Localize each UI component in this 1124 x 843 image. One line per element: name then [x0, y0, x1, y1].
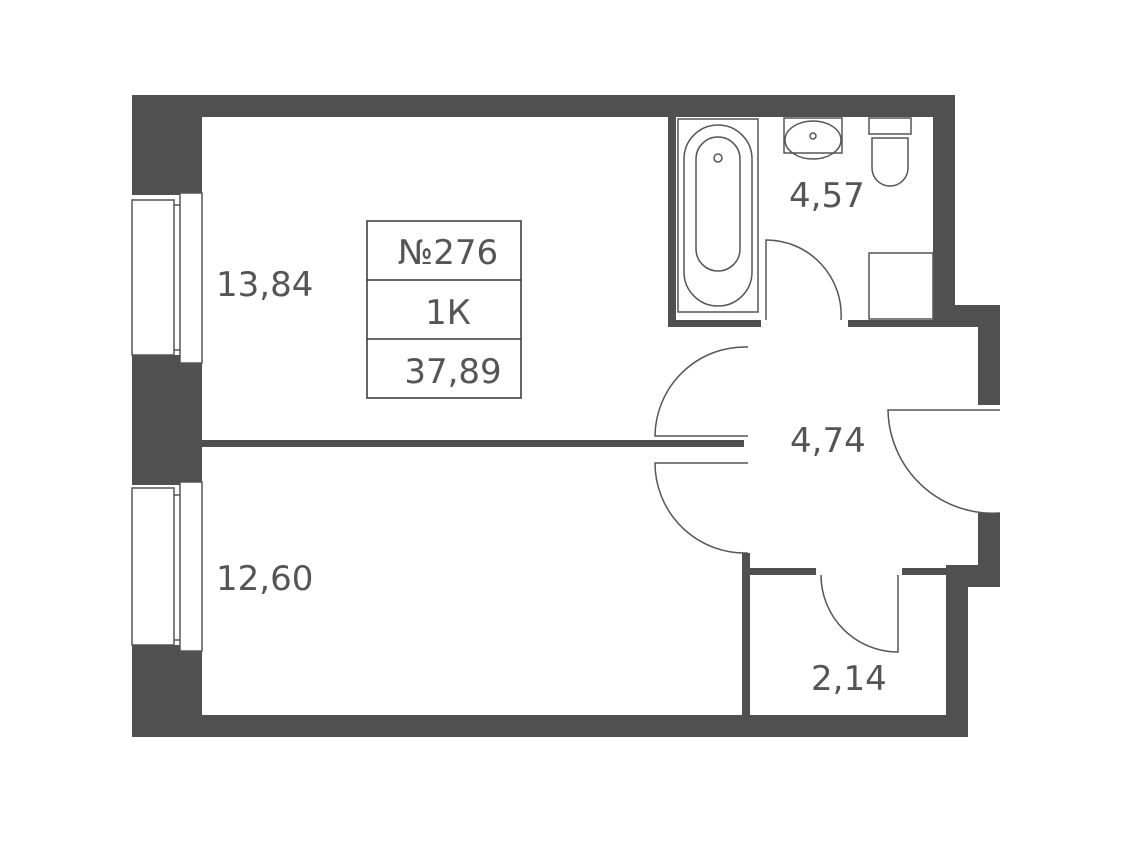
hallway-area: 4,74 — [790, 421, 866, 461]
room-1-area: 13,84 — [216, 265, 313, 305]
toilet-tank — [868, 117, 912, 135]
bathroom-bottom-wall-right — [848, 320, 933, 327]
info-box — [366, 220, 522, 399]
room-divider-wall — [202, 440, 744, 447]
walls — [132, 95, 1000, 737]
bathroom-bottom-wall-left — [668, 320, 761, 327]
top-wall — [132, 95, 955, 117]
storage-top-wall-left — [750, 568, 816, 575]
left-wall-top — [132, 95, 202, 195]
door-room-2 — [654, 462, 749, 554]
entrance-door — [887, 409, 1001, 514]
bathtub-basin — [695, 136, 741, 272]
window-2 — [131, 487, 175, 646]
right-wall-upper — [933, 95, 955, 315]
storage-top-wall-right — [902, 568, 946, 575]
door-bathroom — [765, 239, 842, 321]
left-wall-middle — [132, 355, 202, 485]
room-2-area: 12,60 — [216, 559, 313, 599]
sink — [784, 120, 842, 160]
bathtub-inner — [683, 124, 753, 307]
window-2-frame — [179, 481, 203, 652]
washing-machine — [868, 252, 934, 320]
bathtub — [677, 118, 759, 313]
fixtures — [654, 117, 1001, 653]
right-wall-mid-top — [978, 305, 1000, 405]
storage-left-wall — [742, 553, 750, 715]
apartment-total-area: 37,89 — [404, 352, 501, 392]
drain-icon — [713, 153, 723, 163]
door-storage — [820, 574, 899, 653]
storage-area: 2,14 — [811, 659, 887, 699]
door-room-1 — [654, 346, 749, 437]
toilet-bowl — [871, 137, 909, 187]
windows — [131, 192, 203, 652]
right-wall-lower — [946, 565, 968, 737]
apartment-number: №276 — [398, 233, 498, 273]
bathroom-left-wall — [668, 117, 676, 327]
window-1-frame — [179, 192, 203, 364]
bottom-wall — [132, 715, 968, 737]
sink-counter — [783, 117, 843, 154]
apartment-type: 1К — [425, 293, 471, 333]
bathroom-area: 4,57 — [789, 176, 865, 216]
window-1 — [131, 199, 175, 356]
